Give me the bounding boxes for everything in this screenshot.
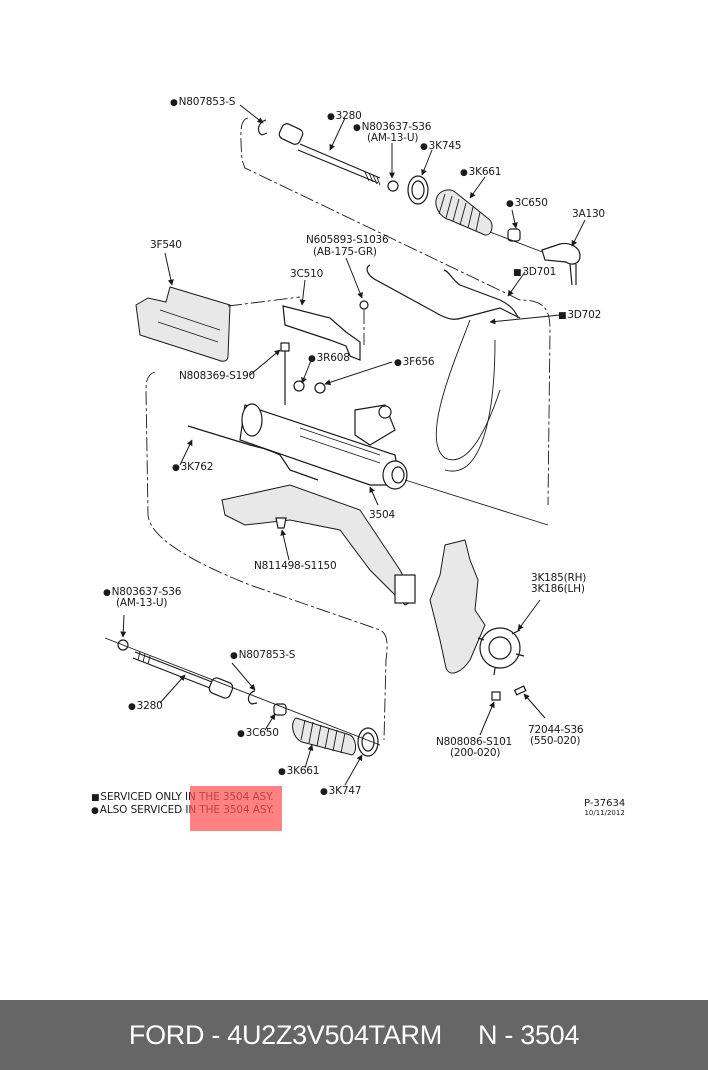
label-3k747: 3K747 (320, 785, 362, 798)
label-3280-bottom: 3280 (128, 700, 163, 713)
bracket-bolt (359, 300, 369, 345)
label-n808369: N808369-S190 (179, 370, 256, 382)
label-3a130: 3A130 (572, 208, 605, 220)
footer-bar: FORD - 4U2Z3V504TARM N - 3504 (0, 1000, 708, 1070)
label-3c650-bottom: 3C650 (237, 727, 279, 740)
label-n605893: N605893-S1036 (306, 234, 389, 246)
lower-assembly-outline (145, 371, 388, 741)
footer-diagram-ref: N - 3504 (477, 1019, 580, 1050)
boot-clamp-lower (357, 727, 379, 757)
label-3f656: 3F656 (394, 356, 435, 369)
label-72044: 72044-S36 (528, 724, 584, 736)
bellows-boot-upper (435, 189, 493, 236)
reference-date: 10/11/2012 (584, 809, 625, 817)
upper-assembly-outline (240, 117, 551, 506)
retaining-ring-upper (257, 119, 268, 136)
mounting-bolt-long (280, 342, 290, 405)
hub-nut (491, 691, 501, 701)
o-ring-3f656 (314, 382, 326, 394)
reference-number: P-37634 (584, 798, 626, 809)
label-3k661-top: 3K661 (460, 166, 502, 179)
label-n803637-top: N803637-S36 (353, 121, 432, 134)
footer-part-number: FORD - 4U2Z3V504TARM (128, 1019, 442, 1050)
label-n807853-bottom: N807853-S (230, 649, 296, 662)
label-3f540: 3F540 (150, 239, 182, 251)
label-n803637-bottom-sub: (AM-13-U) (116, 597, 168, 609)
highlight-overlay (190, 786, 282, 831)
pressure-return-lines (366, 264, 521, 472)
label-n803637-bottom: N803637-S36 (103, 586, 182, 599)
label-3k745: 3K745 (420, 140, 462, 153)
label-n807853-top: N807853-S (170, 96, 236, 109)
label-3504: 3504 (369, 509, 395, 521)
label-72044-sub: (550-020) (530, 735, 581, 747)
label-3k186: 3K186(LH) (531, 583, 585, 595)
tie-rod-clamp-lower (273, 703, 287, 716)
steering-gear-exploded-diagram (104, 104, 586, 786)
retaining-ring-lower (247, 690, 258, 705)
bellows-boot-lower (292, 717, 357, 756)
mounting-nut (275, 517, 287, 529)
label-n808086-sub: (200-020) (450, 747, 501, 759)
transfer-tube (187, 425, 319, 481)
steering-gear-bracket (282, 305, 361, 361)
cotter-pin (513, 685, 527, 696)
label-3k661-bottom: 3K661 (278, 765, 320, 778)
label-3r608: 3R608 (308, 352, 350, 365)
label-n605893-sub: (AB-175-GR) (313, 246, 377, 258)
jam-nut-upper (387, 180, 399, 192)
diagram-reference: P-37634 10/11/2012 (584, 798, 625, 817)
label-3k185: 3K185(RH) (531, 572, 587, 584)
label-3c650-top: 3C650 (506, 197, 548, 210)
steering-knuckle-hub (429, 539, 525, 676)
steering-gear-rack (239, 403, 408, 490)
front-crossmember (221, 484, 416, 606)
label-3k762: 3K762 (172, 461, 214, 474)
label-3d701: 3D701 (513, 266, 556, 279)
splash-shield (135, 286, 231, 362)
boot-clamp-upper (407, 175, 429, 205)
label-3280-top: 3280 (327, 110, 362, 123)
label-n811498: N811498-S1150 (254, 560, 337, 572)
inner-tie-rod-lower (132, 651, 234, 699)
label-n808086: N808086-S101 (436, 736, 513, 748)
label-3c510: 3C510 (290, 268, 324, 280)
label-n803637-top-sub: (AM-13-U) (367, 132, 419, 144)
inner-tie-rod-upper (278, 123, 381, 186)
outer-tie-rod-end (541, 242, 581, 286)
label-3d702: 3D702 (558, 309, 601, 322)
